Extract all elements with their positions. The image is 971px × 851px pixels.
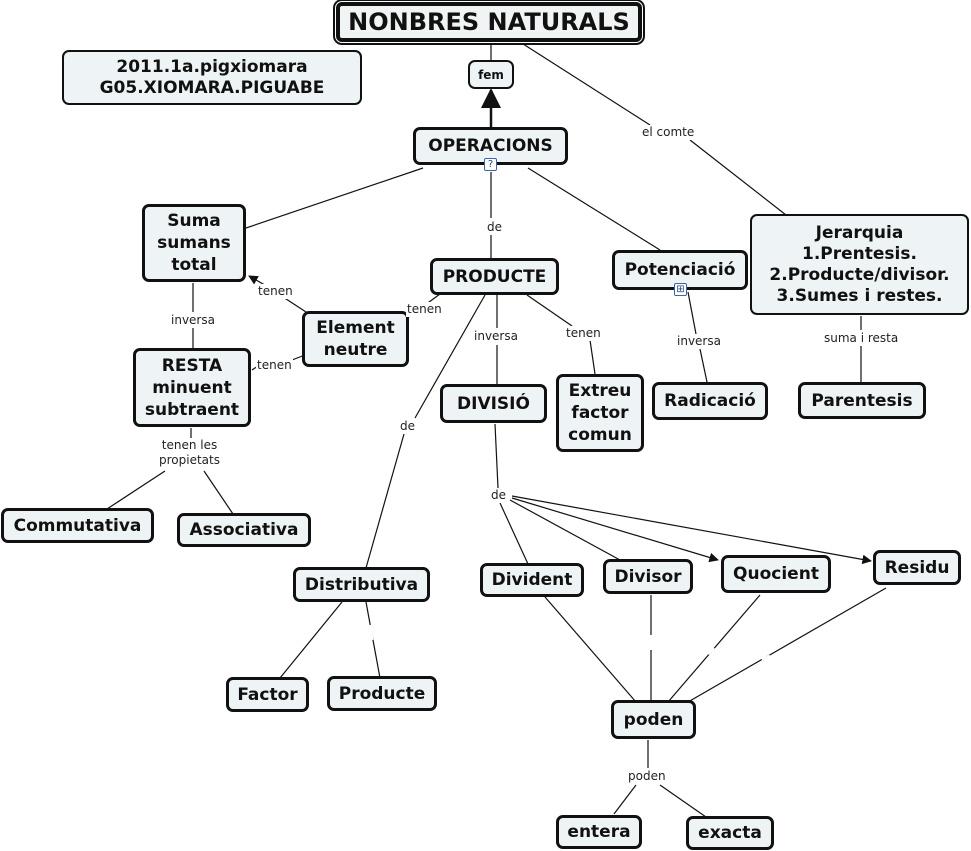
- link-label-de: de: [490, 488, 507, 503]
- link-operacions-potenciacio: [527, 167, 661, 251]
- link-tenen-extreu: [589, 339, 596, 375]
- link-de-distributiva: [365, 433, 405, 569]
- fem-node[interactable]: fem: [468, 60, 514, 89]
- link-elcomte-jerarquia: [689, 139, 787, 216]
- quocient-node[interactable]: Quocient: [721, 555, 831, 593]
- link-label-tenen: tenen: [256, 358, 293, 373]
- jerarquia-node[interactable]: Jerarquia 1.Prentesis. 2.Producte/diviso…: [750, 214, 969, 315]
- radicacio-node[interactable]: Radicació: [652, 382, 768, 420]
- residu-node[interactable]: Residu: [873, 550, 961, 585]
- producte-node[interactable]: PRODUCTE: [430, 258, 559, 295]
- concept-map-link-icon[interactable]: ⊞: [674, 283, 687, 296]
- link-propietats-commutativa: [106, 470, 166, 510]
- commutativa-node[interactable]: Commutativa: [1, 508, 154, 543]
- link-operacions-suma: [245, 167, 424, 229]
- poden-node[interactable]: poden: [611, 700, 696, 739]
- link-label-suma-i-resta: suma i resta: [823, 331, 900, 346]
- dividend-node[interactable]: Divident: [480, 563, 584, 597]
- link-de-divisor: [509, 499, 621, 561]
- link-label-tenen: tenen: [257, 284, 294, 299]
- link-label-inversa: inversa: [676, 334, 722, 349]
- link-de-quocient: [511, 497, 719, 563]
- link-label-de: de: [399, 419, 416, 434]
- link-propietats-associativa: [203, 470, 234, 515]
- link-residu-poden: [687, 587, 887, 703]
- link-dividend-poden: [544, 596, 637, 703]
- link-title-elcomte: [519, 41, 651, 126]
- operacions-node[interactable]: OPERACIONS: [413, 127, 568, 165]
- associativa-node[interactable]: Associativa: [177, 513, 311, 547]
- link-lbl-entera: [613, 784, 637, 815]
- divisio-node[interactable]: DIVISIÓ: [440, 384, 547, 423]
- link-lbl-exacta: [659, 784, 707, 818]
- distributiva-node[interactable]: Distributiva: [293, 567, 430, 602]
- link-label-tenen: tenen: [565, 326, 602, 341]
- parentesis-node[interactable]: Parentesis: [798, 382, 926, 419]
- link-divisio-de: [494, 423, 499, 489]
- link-de-residu: [511, 495, 872, 565]
- link-label-tenen: tenen: [406, 302, 443, 317]
- link-distributiva-factor: [279, 601, 343, 679]
- link-label-de: de: [486, 220, 503, 235]
- link-inversa-radicacio: [699, 348, 708, 383]
- author-box[interactable]: 2011.1a.pigxiomara G05.XIOMARA.PIGUABE: [62, 50, 362, 105]
- exacta-node[interactable]: exacta: [686, 816, 774, 850]
- link-label-poden: poden: [627, 769, 667, 784]
- title-node[interactable]: NONBRES NATURALS: [336, 2, 642, 42]
- link-label-propietats: tenen les propietats: [158, 438, 221, 468]
- element-neutre-node[interactable]: Element neutre: [302, 311, 409, 367]
- factor-node[interactable]: Factor: [226, 677, 309, 712]
- resta-node[interactable]: RESTA minuent subtraent: [133, 348, 251, 427]
- link-label-inversa: inversa: [473, 329, 519, 344]
- producte2-node[interactable]: Producte: [327, 676, 437, 711]
- extreu-node[interactable]: Extreu factor comun: [556, 374, 644, 452]
- entera-node[interactable]: entera: [556, 815, 642, 849]
- link-label-el-comte: el comte: [641, 125, 696, 140]
- suma-node[interactable]: Suma sumans total: [142, 204, 246, 282]
- link-label-inversa: inversa: [170, 313, 216, 328]
- link-producte-tenen2: [526, 294, 573, 327]
- document-link-icon[interactable]: ?: [484, 158, 497, 171]
- link-potenciacio-inversa: [687, 291, 697, 335]
- divisor-node[interactable]: Divisor: [603, 559, 693, 594]
- link-de-dividend: [499, 502, 529, 565]
- link-producte-de: [414, 294, 486, 419]
- link-distributiva-producte2: [365, 601, 381, 679]
